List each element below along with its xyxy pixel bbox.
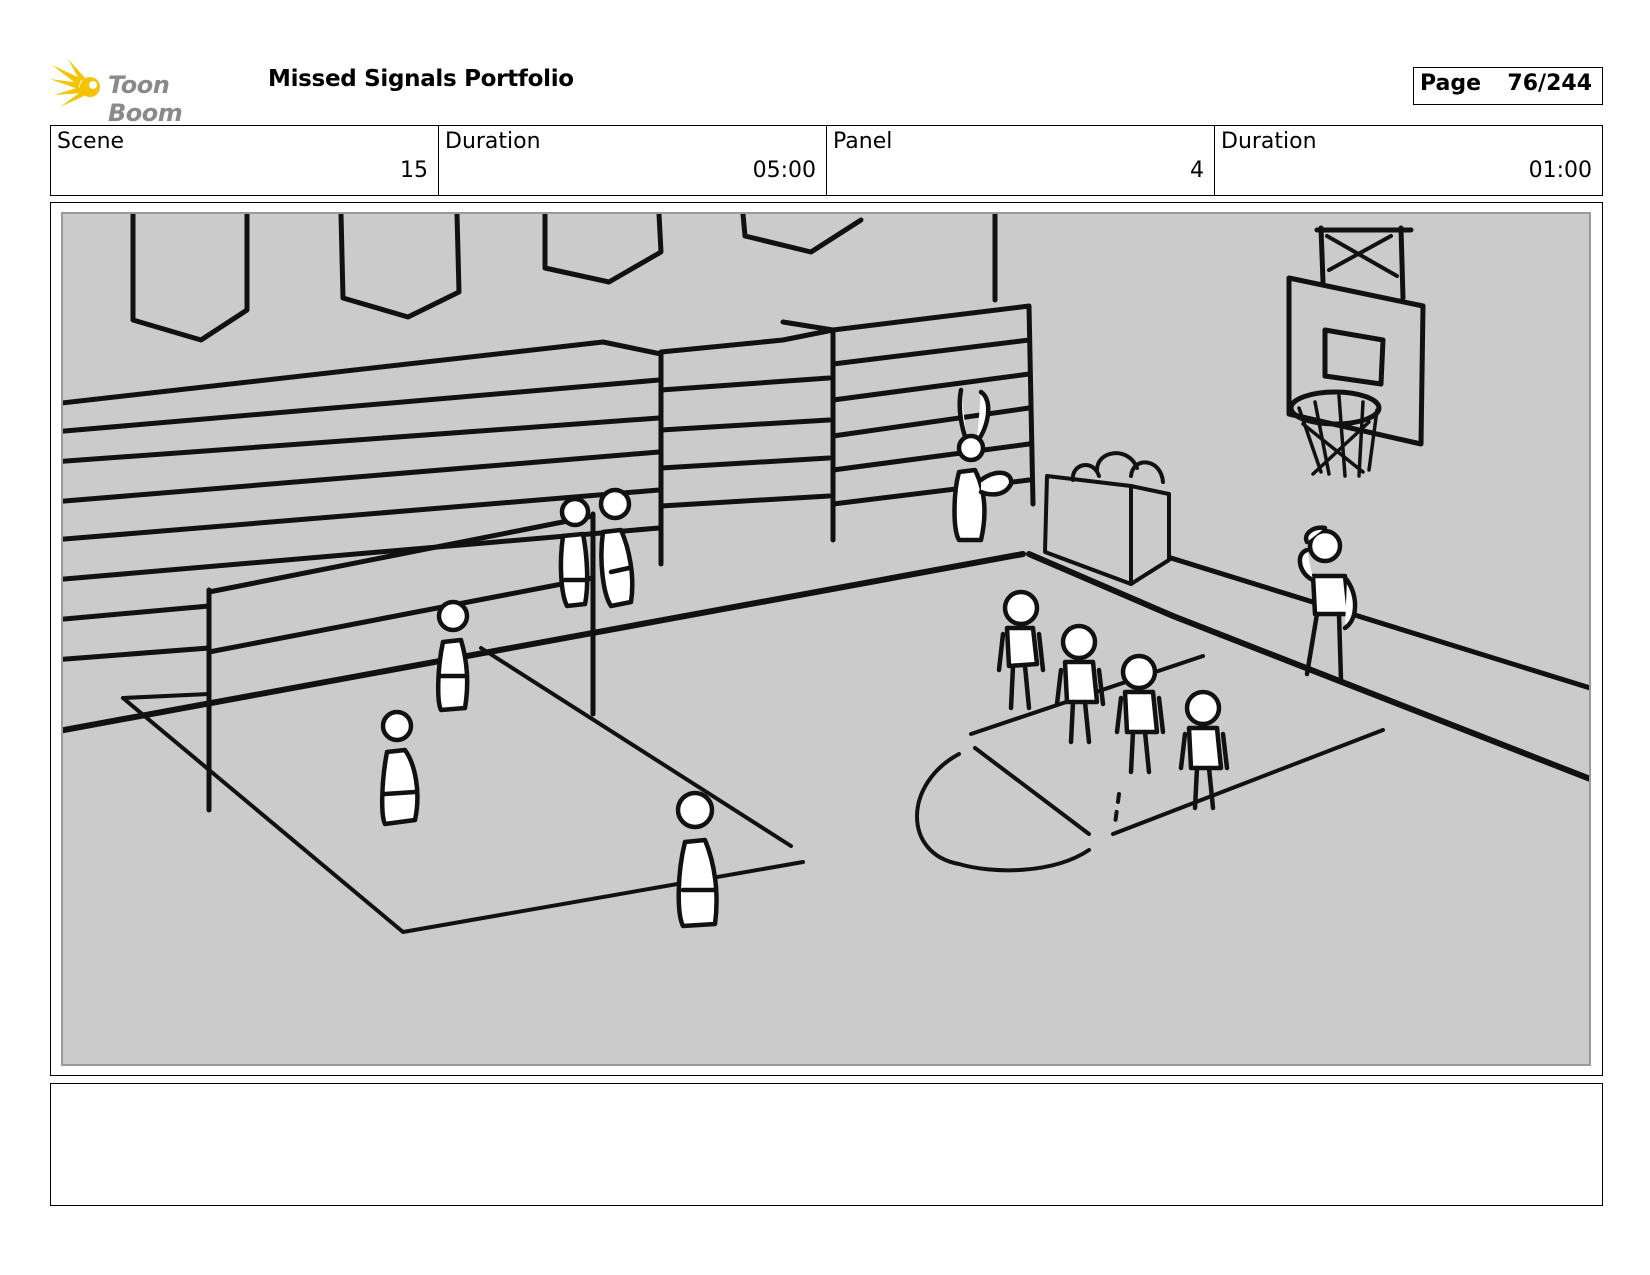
logo-text: Toon Boom [108, 71, 183, 127]
gym-sketch [63, 214, 1589, 934]
coach-figure [1297, 525, 1358, 683]
scene-value: 15 [400, 158, 428, 183]
figure-court-front [675, 790, 719, 929]
scene-duration-label: Duration [445, 129, 541, 154]
figure-court-left [379, 709, 420, 827]
panel-notes-box [50, 1083, 1603, 1206]
page-indicator: Page 76/244 [1413, 67, 1603, 105]
panel-duration-cell: Duration 01:00 [1215, 126, 1602, 195]
storyboard-panel-image [61, 212, 1591, 1066]
storyboard-panel-frame [50, 202, 1603, 1076]
ball-bin [1043, 451, 1171, 586]
volleyball-net [206, 511, 596, 813]
bunny-figure [952, 387, 1014, 543]
logo-burst-icon [50, 59, 100, 107]
scene-info-table: Scene 15 Duration 05:00 Panel 4 Duration… [50, 125, 1603, 196]
figure-net-near [435, 599, 470, 713]
scene-duration-cell: Duration 05:00 [439, 126, 827, 195]
figure-bleacher-left [558, 496, 591, 609]
basketball-hoop [1286, 225, 1426, 478]
figure-bleacher-right [598, 487, 635, 609]
scene-label: Scene [57, 129, 125, 154]
panel-duration-label: Duration [1221, 129, 1317, 154]
panel-cell: Panel 4 [827, 126, 1215, 195]
kid-player-4 [1178, 689, 1230, 811]
panel-label: Panel [833, 129, 893, 154]
panel-duration-value: 01:00 [1528, 158, 1592, 183]
kid-player-3 [1114, 653, 1166, 775]
page-number: 76/244 [1507, 71, 1592, 96]
kid-player-1 [996, 589, 1046, 711]
bleachers [63, 303, 1036, 662]
wall-banners [130, 214, 864, 343]
page-header: Toon Boom Missed Signals Portfolio Page … [50, 55, 1603, 127]
scene-duration-value: 05:00 [752, 158, 816, 183]
page-label: Page [1420, 71, 1482, 96]
project-title: Missed Signals Portfolio [268, 66, 574, 92]
kid-player-2 [1054, 623, 1106, 745]
toon-boom-logo: Toon Boom [50, 59, 250, 127]
panel-value: 4 [1190, 158, 1204, 183]
scene-cell: Scene 15 [51, 126, 439, 195]
